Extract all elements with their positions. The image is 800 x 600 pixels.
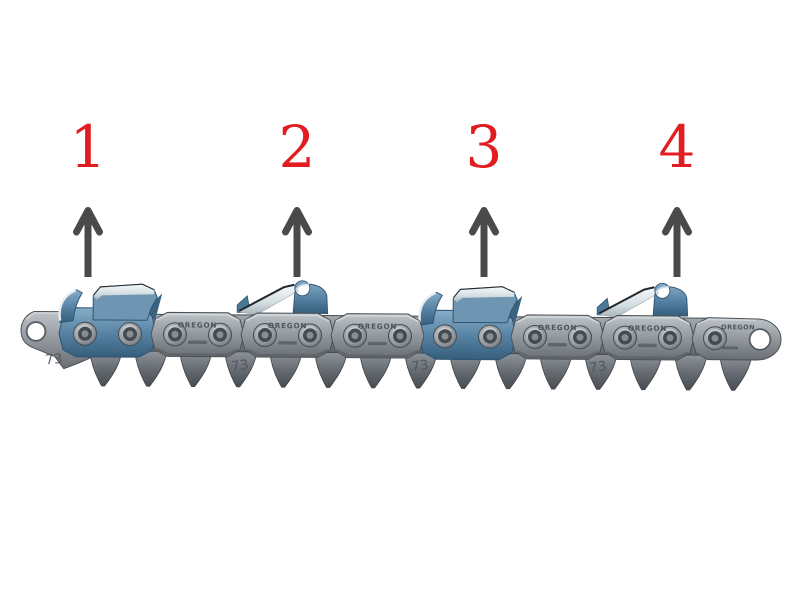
up-arrow-icon — [469, 207, 499, 277]
oregon-stamp: OREGON — [538, 323, 577, 332]
oregon-stamp: OREGON — [628, 324, 667, 333]
part-number-label-4: 4 — [658, 113, 696, 181]
part-number-label-3: 3 — [465, 113, 503, 181]
part-callout-2: 2 — [265, 118, 329, 280]
rivet — [432, 324, 458, 349]
gauge-73-stamp: 73 — [44, 351, 63, 369]
oregon-stamp: OREGON — [178, 320, 217, 329]
oregon-stamp: OREGON — [268, 321, 307, 330]
end-link-hole — [25, 321, 47, 342]
gauge-73-stamp: 73 — [588, 358, 607, 376]
up-arrow-icon — [282, 207, 312, 277]
cutter-link-2 — [236, 279, 329, 317]
part-callout-1: 1 — [56, 118, 120, 280]
rivet — [117, 321, 143, 347]
stamps: OREGON OREGON OREGON OREGON OREGON OREGO… — [44, 320, 755, 376]
drive-link-tang — [674, 354, 708, 391]
part-number-label-2: 2 — [278, 113, 316, 181]
oregon-stamp: OREGON — [721, 323, 755, 331]
cutter-link-1 — [57, 282, 164, 359]
part-callout-3: 3 — [452, 118, 516, 280]
gauge-73-stamp: 73 — [230, 357, 249, 375]
cutter-link-3 — [417, 284, 524, 362]
rivet — [72, 321, 98, 346]
drive-link-tang — [719, 354, 753, 391]
gauge-73-stamp: 73 — [410, 357, 429, 375]
up-arrow-icon — [662, 207, 692, 277]
part-number-label-1: 1 — [69, 113, 107, 181]
part-callout-4: 4 — [645, 118, 709, 280]
cutter-link-4 — [596, 281, 689, 320]
oregon-stamp: OREGON — [358, 322, 397, 331]
chain-assembly: OREGON OREGON OREGON OREGON OREGON OREGO… — [20, 279, 782, 391]
end-link-hole — [748, 328, 772, 351]
up-arrow-icon — [73, 207, 103, 277]
drive-link-tang — [314, 352, 348, 389]
rivet — [477, 324, 503, 349]
